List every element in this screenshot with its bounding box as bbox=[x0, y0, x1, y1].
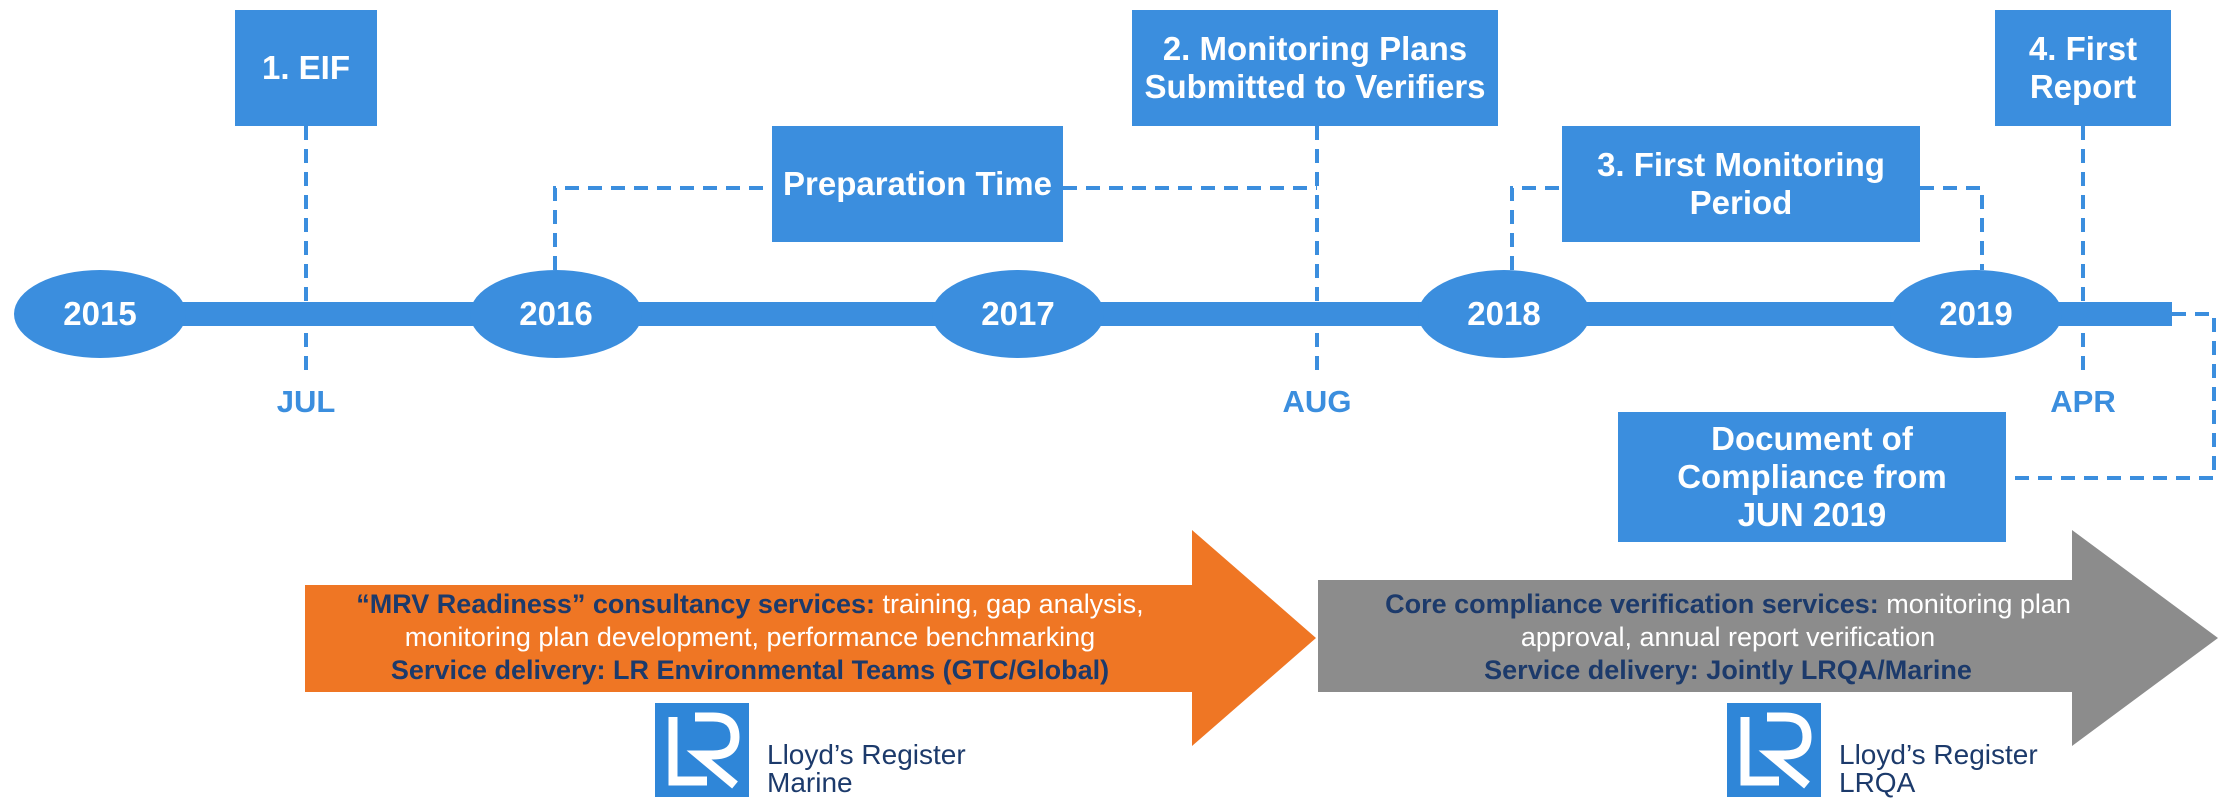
milestone-monitoring-plans: 2. Monitoring Plans Submitted to Verifie… bbox=[1132, 10, 1498, 126]
lr-lrqa-logo: Lloyd’s Register LRQA bbox=[1727, 703, 2038, 797]
compliance-delivery: Service delivery: Jointly LRQA/Marine bbox=[1484, 655, 1972, 685]
consultancy-delivery: Service delivery: LR Environmental Teams… bbox=[390, 655, 1110, 685]
lr-logo-icon bbox=[655, 703, 749, 797]
timeline-bar bbox=[40, 302, 2172, 326]
marine-logo-name: Lloyd’s Register bbox=[767, 739, 966, 770]
lr-logo-icon bbox=[1727, 703, 1821, 797]
preparation-bracket bbox=[553, 186, 772, 270]
year-2016: 2016 bbox=[470, 270, 642, 358]
orange-arrow bbox=[305, 530, 1316, 746]
monitoring-bracket-left bbox=[1510, 186, 1562, 270]
compliance-heading: Core compliance verification services: bbox=[1385, 589, 1879, 619]
compliance-services-text: Core compliance verification services: m… bbox=[1318, 588, 2138, 687]
lr-marine-logo: Lloyd’s Register Marine bbox=[655, 703, 966, 797]
consultancy-line2: monitoring plan development, performance… bbox=[404, 622, 1096, 652]
milestone-first-report: 4. First Report bbox=[1995, 10, 2171, 126]
preparation-time-box: Preparation Time bbox=[772, 126, 1063, 242]
compliance-line1: monitoring plan bbox=[1878, 589, 2071, 619]
lrqa-logo-sub: LRQA bbox=[1839, 767, 1916, 798]
month-jul: JUL bbox=[276, 384, 336, 419]
year-2019: 2019 bbox=[1890, 270, 2062, 358]
year-2018: 2018 bbox=[1418, 270, 1590, 358]
milestone-eif: 1. EIF bbox=[235, 10, 377, 126]
grey-arrow bbox=[1318, 530, 2218, 746]
document-of-compliance-box: Document of Compliance from JUN 2019 bbox=[1618, 412, 2006, 542]
consultancy-heading: “MRV Readiness” consultancy services: bbox=[356, 589, 876, 619]
consultancy-services-text: “MRV Readiness” consultancy services: tr… bbox=[310, 588, 1190, 687]
year-2015: 2015 bbox=[14, 270, 186, 358]
compliance-line2: approval, annual report verification bbox=[1520, 622, 1936, 652]
doc-connector bbox=[2006, 312, 2216, 480]
marine-logo-sub: Marine bbox=[767, 767, 853, 798]
lrqa-logo-name: Lloyd’s Register bbox=[1839, 739, 2038, 770]
milestone-first-monitoring: 3. First Monitoring Period bbox=[1562, 126, 1920, 242]
month-apr: APR bbox=[2050, 384, 2116, 419]
consultancy-line1: training, gap analysis, bbox=[875, 589, 1144, 619]
month-aug: AUG bbox=[1282, 384, 1352, 419]
year-2017: 2017 bbox=[932, 270, 1104, 358]
monitoring-bracket-right bbox=[1920, 186, 1984, 270]
